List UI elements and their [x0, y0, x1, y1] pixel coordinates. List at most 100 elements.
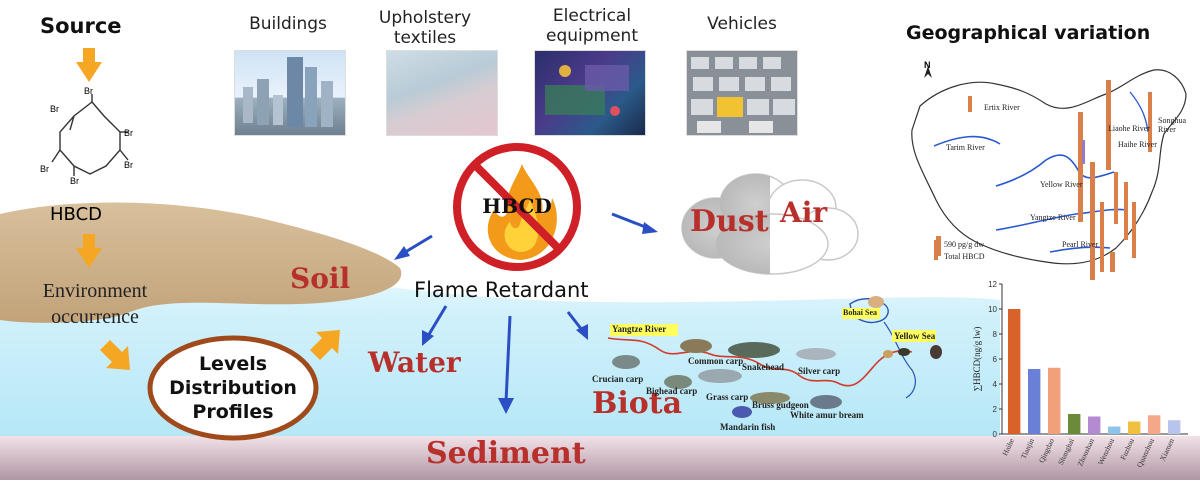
category-label: Vehicles — [707, 14, 777, 34]
fish-label: Mandarin fish — [720, 422, 776, 432]
levels-line: Levels — [198, 353, 268, 375]
dust-label: Dust — [690, 204, 769, 239]
levels-box-text: Levels Distribution Profiles — [146, 352, 320, 424]
fish-label: Snakehead — [742, 362, 785, 372]
x-tick-label: Haihe — [1000, 436, 1016, 457]
y-tick-label: 12 — [988, 280, 997, 289]
x-tick-label: Wenzhou — [1096, 437, 1116, 467]
category-buildings: Buildings — [228, 14, 348, 34]
soil-layer — [0, 202, 402, 323]
bar — [1028, 369, 1041, 434]
electrical-photo — [534, 50, 646, 136]
sediment-label: Sediment — [426, 436, 586, 471]
biota-river-map — [607, 296, 942, 418]
distribution-line: Distribution — [169, 377, 297, 399]
map-title: Geographical variation — [906, 22, 1151, 44]
x-tick-label: Quanzhou — [1135, 437, 1156, 469]
fish-label: Common carp — [688, 356, 744, 366]
river-label: Haihe River — [1118, 140, 1157, 149]
north-label: N — [924, 60, 931, 70]
br-label: Br — [50, 104, 59, 114]
hbcd-structure — [51, 94, 129, 176]
y-axis-label: ∑HBCD(ng/g lw) — [972, 327, 982, 392]
orange-arrow-up-right-icon — [310, 330, 340, 360]
bar — [1108, 426, 1121, 434]
fish-label: Silver carp — [798, 366, 841, 376]
yangtze-river-label: Yangtze River — [612, 324, 667, 334]
river-label: Ertix River — [984, 103, 1020, 112]
down-arrow-icon — [76, 48, 102, 82]
river-label: Pearl River — [1062, 240, 1099, 249]
bar — [1128, 421, 1141, 434]
y-tick-label: 2 — [993, 405, 998, 414]
bohai-sea-label: Bohai Sea — [843, 308, 878, 317]
profiles-line: Profiles — [192, 401, 274, 423]
fish-label: Bruss gudgeon — [752, 400, 809, 410]
river-label: Yellow River — [1040, 180, 1083, 189]
china-map — [911, 66, 1187, 280]
y-tick-label: 4 — [993, 380, 998, 389]
river-label: Songhua River — [1158, 116, 1186, 134]
y-tick-label: 8 — [993, 330, 998, 339]
x-tick-label: Fuzhou — [1118, 437, 1136, 461]
category-label-2: textiles — [393, 28, 457, 48]
category-electrical: Electrical equipment — [524, 6, 660, 46]
bar — [1168, 420, 1181, 434]
water-label: Water — [368, 346, 461, 379]
br-label: Br — [70, 176, 79, 186]
legend-bar — [934, 240, 938, 260]
fish-label: Crucian carp — [592, 374, 644, 384]
category-label: Electrical — [552, 6, 632, 26]
no-hbcd-sign-icon — [453, 143, 581, 271]
bar — [1008, 309, 1021, 434]
x-tick-label: Shanghai — [1056, 437, 1076, 466]
air-label: Air — [780, 196, 828, 229]
category-vehicles: Vehicles — [682, 14, 802, 34]
biota-label: Biota — [592, 386, 683, 421]
arrow-to-water-icon — [426, 305, 448, 337]
compound-name: HBCD — [50, 204, 102, 225]
legend-label: Total HBCD — [944, 252, 985, 261]
fish-label: Grass carp — [706, 392, 749, 402]
river-label: Tarim River — [946, 143, 985, 152]
environment-occurrence: Environment occurrence — [30, 278, 160, 330]
buildings-photo — [234, 50, 346, 136]
cloud-icon — [681, 173, 859, 275]
bar — [1068, 414, 1081, 434]
arrow-to-biota-icon — [566, 311, 584, 331]
arrow-to-sediment-icon — [504, 315, 512, 403]
y-tick-label: 6 — [993, 355, 998, 364]
category-upholstery: Upholstery textiles — [360, 8, 490, 48]
y-tick-label: 0 — [993, 430, 998, 439]
y-tick-label: 10 — [988, 305, 997, 314]
bar — [1088, 416, 1101, 434]
vehicles-photo — [686, 50, 798, 136]
br-label: Br — [40, 164, 49, 174]
down-arrow-icon — [76, 234, 102, 268]
legend-value: 590 pg/g dw — [944, 240, 984, 249]
source-title: Source — [40, 14, 122, 38]
x-tick-label: Zhoushan — [1075, 437, 1096, 468]
x-tick-label: Qingdao — [1037, 437, 1056, 464]
bar — [1048, 367, 1061, 434]
category-label-2: equipment — [546, 26, 638, 46]
yellow-sea-label: Yellow Sea — [894, 331, 936, 341]
river-label: Yangtze River — [1030, 213, 1076, 222]
river-label: Liaohe River — [1108, 124, 1150, 133]
fish-label: White amur bream — [790, 410, 864, 420]
textiles-photo — [386, 50, 498, 136]
x-tick-label: Xiamen — [1158, 437, 1176, 463]
fish-label: Bighead carp — [646, 386, 698, 396]
br-label: Br — [84, 86, 93, 96]
levels-ellipse — [147, 335, 319, 441]
soil-label: Soil — [290, 262, 351, 295]
flame-retardant-label: Flame Retardant — [414, 278, 589, 302]
category-label: Upholstery — [378, 8, 472, 28]
env-line1: Environment — [42, 280, 148, 302]
sediment-layer — [0, 436, 1200, 480]
arrow-to-dust-icon — [611, 212, 649, 230]
br-label: Br — [124, 128, 133, 138]
hbcd-badge: HBCD — [482, 194, 552, 218]
